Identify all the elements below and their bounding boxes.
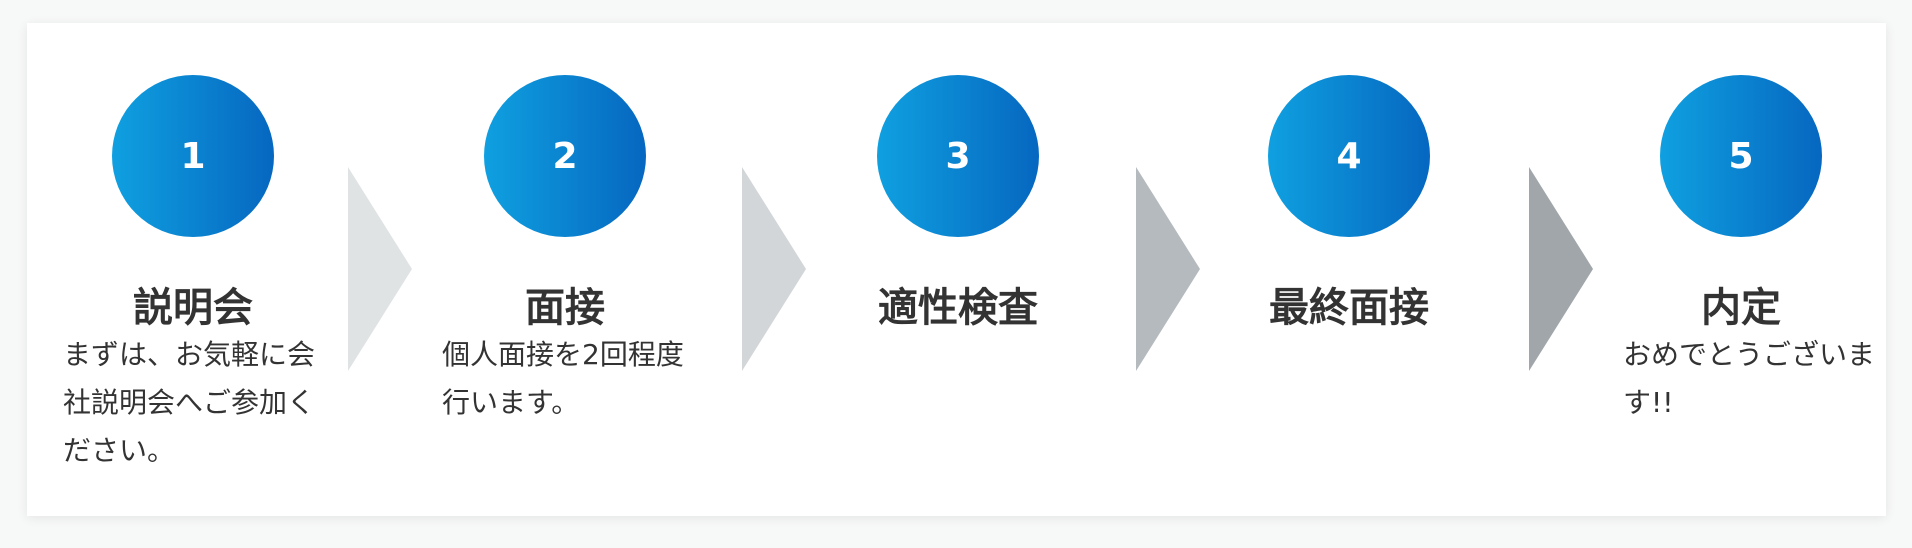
arrow-right-icon	[742, 167, 806, 371]
step-description: おめでとうございます!!	[1623, 338, 1876, 419]
step-number-circle: 3	[877, 75, 1039, 237]
step-number-circle: 1	[112, 75, 274, 237]
step-title: 最終面接	[1269, 285, 1429, 331]
step-title: 適性検査	[878, 285, 1038, 331]
step-title: 面接	[525, 285, 605, 331]
step-number-circle: 4	[1268, 75, 1430, 237]
step-description: 個人面接を2回程度行います。	[442, 338, 684, 419]
arrow-right-icon	[1529, 167, 1593, 371]
arrow-right-icon	[1136, 167, 1200, 371]
step-title: 説明会	[133, 285, 253, 331]
arrow-right-icon	[348, 167, 412, 371]
step-description: まずは、お気軽に会社説明会へご参加ください。	[63, 338, 316, 467]
step-title: 内定	[1701, 285, 1781, 331]
recruitment-flow-card: 1 説明会 まずは、お気軽に会社説明会へご参加ください。 2 面接 個人面接を2…	[27, 23, 1886, 516]
step-number-circle: 5	[1660, 75, 1822, 237]
step-number-circle: 2	[484, 75, 646, 237]
